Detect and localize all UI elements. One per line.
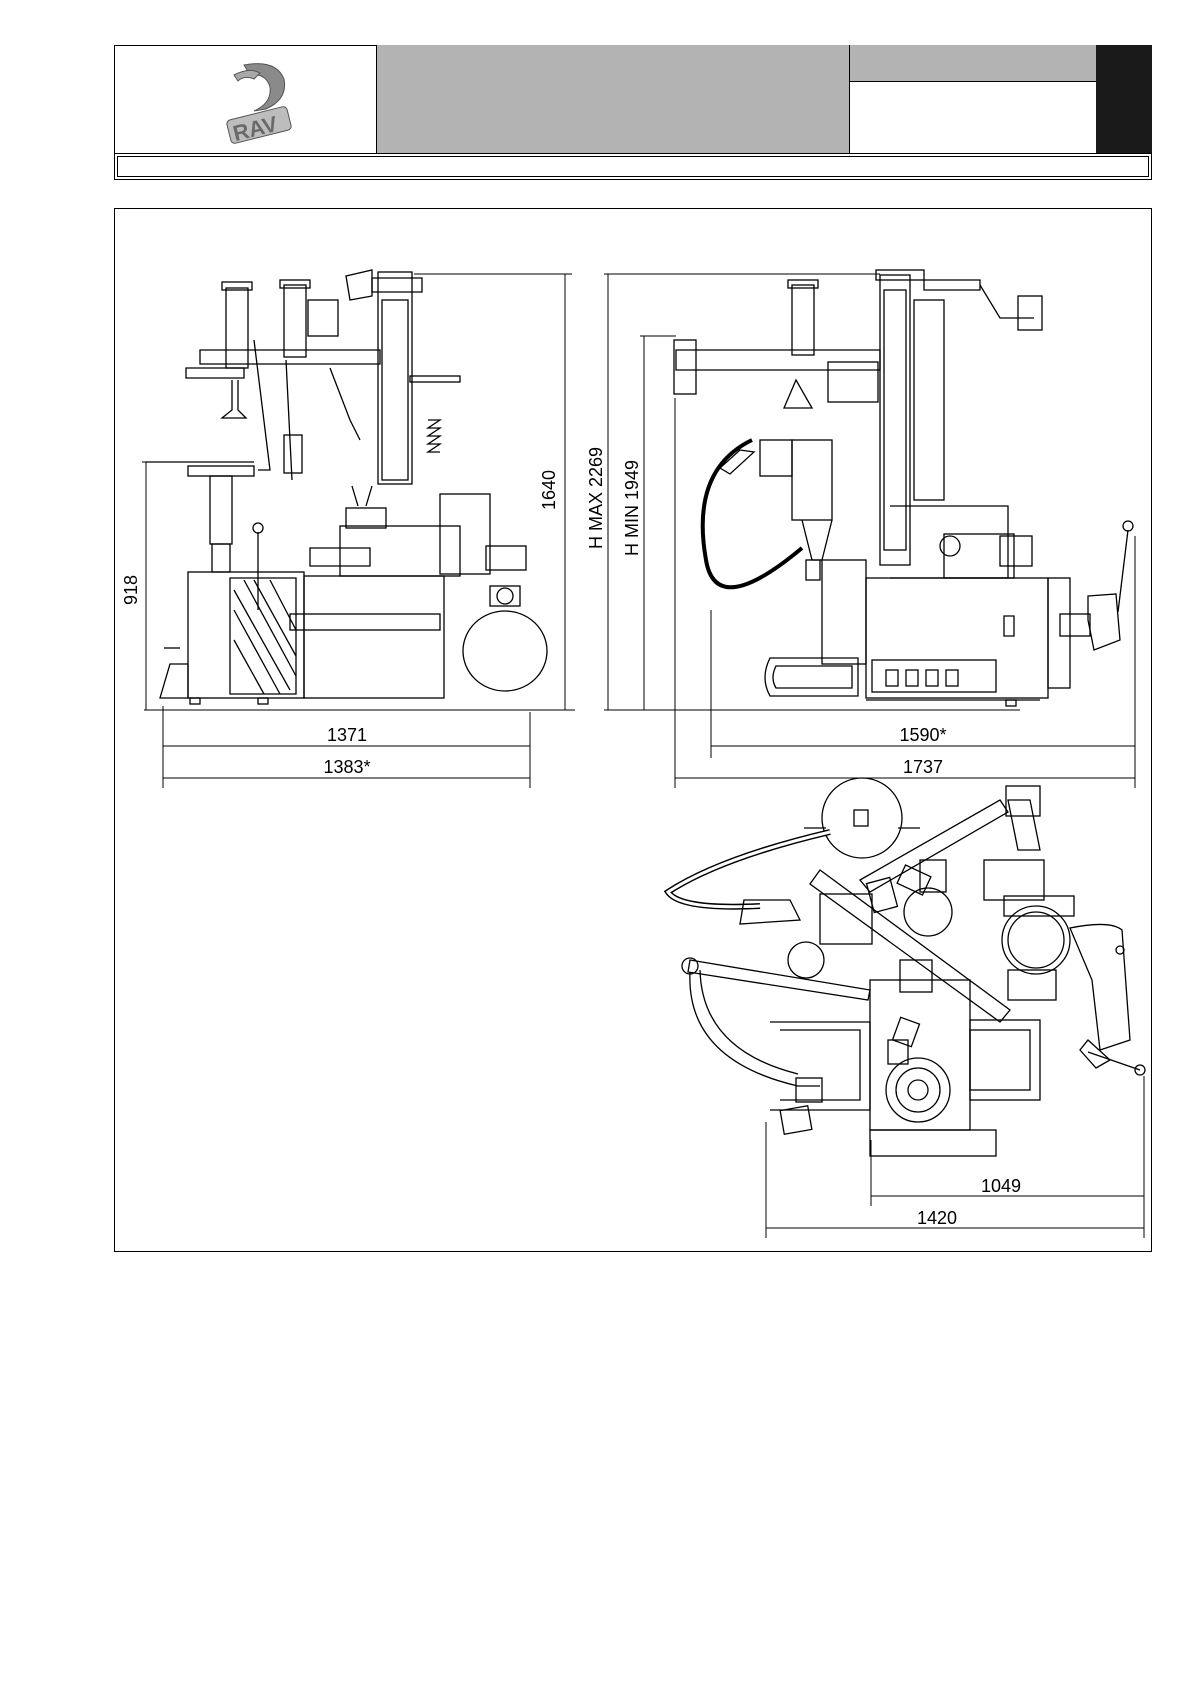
dim-top-width: 1049 (981, 1176, 1021, 1196)
dim-front-width: 1371 (327, 725, 367, 745)
dim-table-height: 918 (121, 575, 141, 605)
dim-side-depth: 1737 (903, 757, 943, 777)
dim-side-depth-star: 1590* (899, 725, 946, 745)
dim-front-width-star: 1383* (323, 757, 370, 777)
dim-h-min: H MIN 1949 (622, 460, 642, 556)
dim-top-width-total: 1420 (917, 1208, 957, 1228)
dim-h-max: H MAX 2269 (586, 447, 606, 549)
dim-front-height: 1640 (539, 470, 559, 510)
